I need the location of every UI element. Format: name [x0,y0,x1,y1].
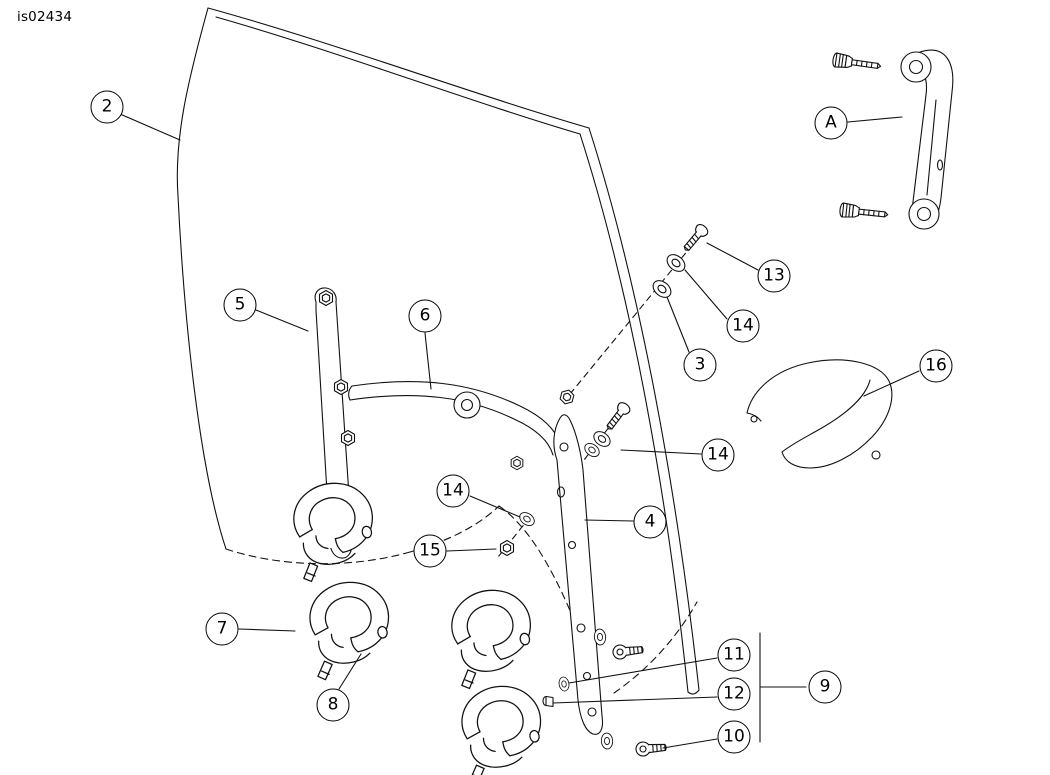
callout-14-mid: 14 [701,438,735,472]
callout-2: 2 [90,90,124,124]
callout-16: 16 [919,349,953,383]
callout-6: 6 [408,299,442,333]
leader-lines [119,113,920,749]
callout-8: 8 [316,688,350,722]
callout-5: 5 [223,288,257,322]
clamps [284,475,551,775]
bracket-strap-right [553,387,604,735]
callout-4: 4 [633,505,667,539]
callout-a: A [814,106,848,140]
windshield [176,7,700,695]
callout-group-brace [759,632,807,743]
callout-13: 13 [757,259,791,293]
callout-11: 11 [717,638,751,672]
windshield-pouch [746,359,893,469]
callout-15: 15 [413,534,447,568]
docking-bracket [831,49,954,230]
callout-9: 9 [808,670,842,704]
callout-12: 12 [717,677,751,711]
callout-14-left: 14 [436,474,470,508]
callout-10: 10 [717,720,751,754]
callout-3: 3 [683,348,717,382]
bracket-band-center [348,381,561,471]
callout-14-top: 14 [726,309,760,343]
callout-7: 7 [205,612,239,646]
figure-id: is02434 [17,9,73,25]
fasteners [499,221,711,758]
